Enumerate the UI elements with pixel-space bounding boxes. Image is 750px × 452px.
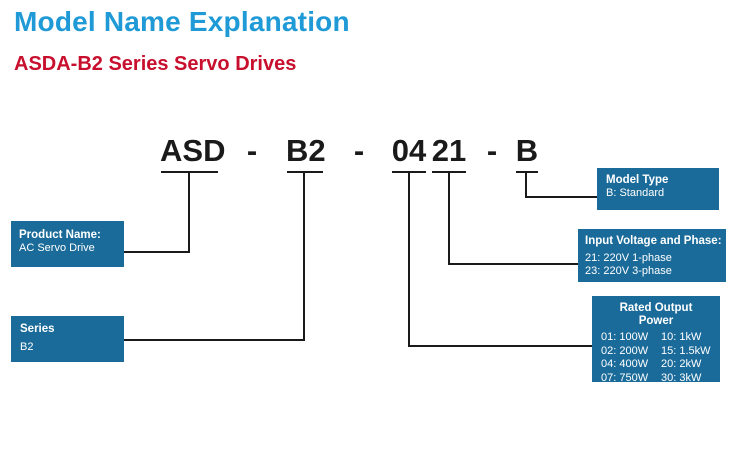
connector-input-voltage bbox=[448, 172, 578, 265]
series-line: B2 bbox=[20, 341, 34, 353]
rated-power-item: 10: 1kW bbox=[661, 331, 702, 343]
input-voltage-heading: Input Voltage and Phase: bbox=[585, 235, 722, 247]
code-dash-1: - bbox=[246, 133, 258, 168]
connector-product-name bbox=[124, 172, 190, 253]
input-voltage-line-2: 23: 220V 3-phase bbox=[585, 265, 672, 277]
input-voltage-line-1: 21: 220V 1-phase bbox=[585, 252, 672, 264]
rated-power-box: Rated Output Power 01: 100W 10: 1kW 02: … bbox=[592, 296, 720, 385]
rated-power-item: 20: 2kW bbox=[661, 358, 702, 370]
model-type-box: Model Type B: Standard bbox=[597, 168, 719, 210]
rated-power-item: 15: 1.5kW bbox=[661, 344, 711, 357]
code-dash-2: - bbox=[353, 133, 365, 168]
rated-power-item: 02: 200W bbox=[601, 344, 649, 357]
rated-power-item: 04: 400W bbox=[601, 358, 649, 370]
input-voltage-box: Input Voltage and Phase: 21: 220V 1-phas… bbox=[578, 229, 726, 282]
diagram-subtitle: ASDA-B2 Series Servo Drives bbox=[14, 53, 297, 75]
code-segment-04: 04 bbox=[391, 133, 427, 168]
connector-model-type bbox=[525, 172, 597, 198]
code-segment-b2: B2 bbox=[286, 133, 326, 168]
model-type-heading: Model Type bbox=[606, 174, 669, 186]
product-name-line: AC Servo Drive bbox=[19, 242, 95, 254]
code-segment-21: 21 bbox=[431, 133, 467, 168]
code-segment-asd: ASD bbox=[160, 133, 226, 168]
rated-power-heading: Rated Output Power bbox=[619, 302, 693, 327]
product-name-box: Product Name: AC Servo Drive bbox=[11, 221, 124, 267]
rated-power-item: 30: 3kW bbox=[661, 371, 702, 384]
model-type-line: B: Standard bbox=[606, 187, 665, 199]
code-dash-3: - bbox=[486, 133, 498, 168]
series-heading: Series bbox=[20, 323, 55, 335]
series-box: Series B2 bbox=[11, 316, 124, 362]
rated-power-item: 07: 750W bbox=[601, 371, 649, 384]
code-segment-b: B bbox=[515, 133, 539, 168]
connector-series bbox=[124, 172, 305, 341]
rated-power-item: 01: 100W bbox=[601, 331, 649, 343]
connector-rated-power bbox=[408, 172, 592, 347]
product-name-heading: Product Name: bbox=[19, 229, 101, 241]
diagram-title: Model Name Explanation bbox=[14, 6, 350, 37]
rated-power-grid: 01: 100W 10: 1kW 02: 200W 15: 1.5kW 04: … bbox=[601, 331, 720, 385]
